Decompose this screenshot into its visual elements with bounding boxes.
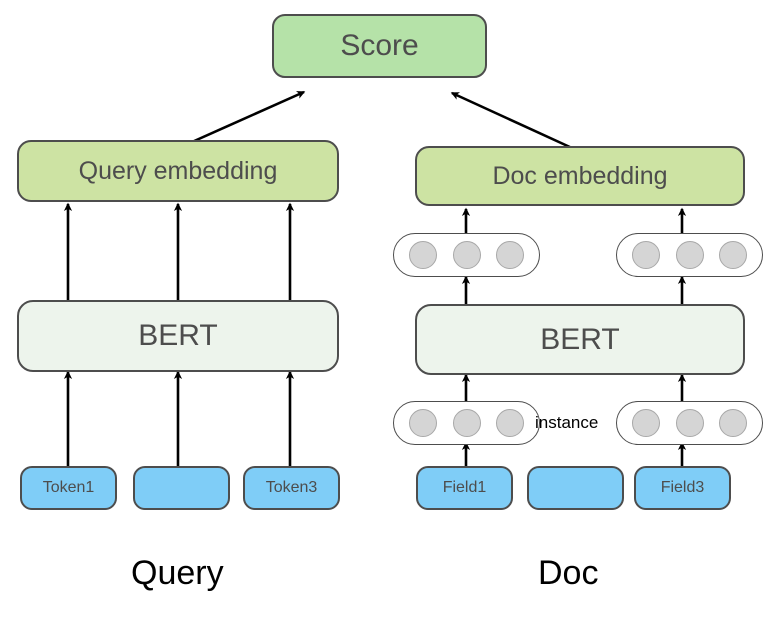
query-token-1-label: Token1: [42, 479, 95, 496]
doc-output-vector-pill-1: [393, 233, 540, 277]
score-node-label: Score: [340, 29, 419, 62]
vector-dot: [632, 241, 661, 269]
vector-dot: [452, 241, 481, 269]
instance-label: instance: [535, 413, 599, 432]
query-token-1[interactable]: Token1: [20, 466, 117, 510]
vector-dot: [452, 409, 481, 437]
query-token-3[interactable]: Token3: [243, 466, 340, 510]
vector-dot: [632, 409, 661, 437]
vector-dot: [675, 409, 704, 437]
vector-dot: [409, 409, 438, 437]
doc-input-vector-pill-1: [393, 401, 540, 445]
column-label-query: Query: [131, 554, 224, 592]
doc-field-2[interactable]: [527, 466, 624, 510]
arrow-doc-embedding-to-score: [450, 91, 573, 150]
vector-dot: [495, 241, 524, 269]
column-label-doc: Doc: [538, 554, 599, 592]
doc-embedding-node[interactable]: Doc embedding: [415, 146, 745, 206]
bert-node-doc[interactable]: BERT: [415, 304, 745, 375]
doc-input-vector-pill-2: [616, 401, 763, 445]
vector-dot: [675, 241, 704, 269]
doc-output-vector-pill-2: [616, 233, 763, 277]
doc-embedding-label: Doc embedding: [492, 161, 668, 190]
bert-node-doc-label: BERT: [540, 322, 620, 356]
vector-dot: [409, 241, 438, 269]
query-embedding-node[interactable]: Query embedding: [17, 140, 339, 202]
arrow-query-embedding-to-score: [191, 90, 306, 144]
query-token-3-label: Token3: [265, 479, 318, 496]
vector-dot: [718, 241, 747, 269]
doc-field-1-label: Field1: [442, 479, 487, 496]
doc-field-1[interactable]: Field1: [416, 466, 513, 510]
query-embedding-label: Query embedding: [78, 156, 278, 185]
vector-dot: [718, 409, 747, 437]
doc-field-3-label: Field3: [660, 479, 705, 496]
bert-node-query[interactable]: BERT: [17, 300, 339, 372]
query-token-2[interactable]: [133, 466, 230, 510]
doc-field-3[interactable]: Field3: [634, 466, 731, 510]
score-node[interactable]: Score: [272, 14, 487, 78]
bert-node-query-label: BERT: [138, 319, 218, 352]
vector-dot: [495, 409, 524, 437]
